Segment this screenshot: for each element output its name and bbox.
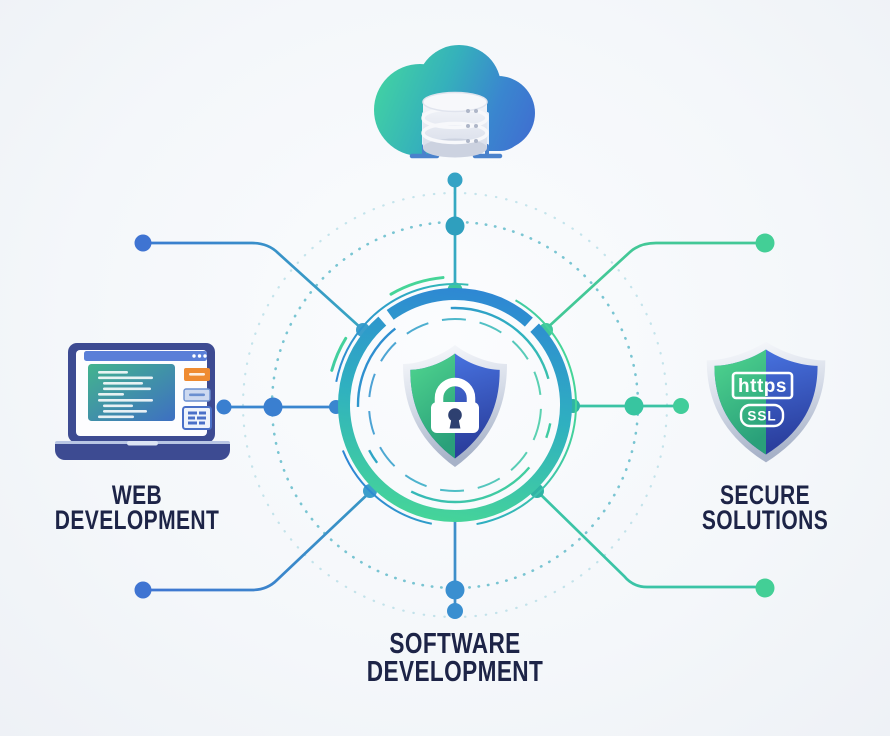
connector-node-dot: [755, 233, 775, 253]
laptop-icon: [55, 343, 230, 460]
label-web-development: WEB DEVELOPMENT: [55, 481, 220, 536]
hub-ring-mid-thin: [356, 306, 554, 504]
ssl-badge: SSL: [739, 403, 785, 428]
connector-top-left: [143, 241, 363, 331]
ssl-badge-label: SSL: [747, 409, 776, 424]
connector-bottom-left: [143, 491, 371, 592]
security-shield-node: [403, 345, 507, 467]
connector-node-dot: [263, 397, 283, 417]
hub-ring-inner-dashed: [368, 318, 542, 492]
connector-node-dot: [673, 398, 689, 414]
connector-top-right: [545, 241, 765, 330]
qr-pattern: [188, 411, 206, 425]
laptop-base: [55, 441, 230, 460]
secure-label-line2: SOLUTIONS: [702, 506, 828, 536]
sidebar-widgets: [182, 368, 212, 430]
hub-ring-thick: [338, 288, 572, 522]
connector-node-dot: [445, 216, 465, 236]
software-label-line1: SOFTWARE: [389, 626, 520, 659]
hub-ring-outer-thin: [333, 283, 577, 527]
database-stack-icon: [409, 91, 503, 159]
connector-node-dot: [447, 603, 463, 619]
label-secure-solutions: SECURE SOLUTIONS: [702, 481, 828, 536]
code-editor: [88, 364, 175, 421]
https-badge-label: https: [738, 376, 787, 397]
window-dots-icon: [192, 354, 207, 358]
connector-node-dot: [134, 581, 152, 599]
hub-ring: [325, 275, 585, 535]
laptop-hinge-notch: [127, 441, 158, 446]
https-badge: https: [731, 371, 794, 400]
browser-title-bar: [84, 351, 207, 361]
connector-node-dot: [755, 578, 775, 598]
ssl-shield-node: https SSL: [706, 341, 826, 463]
database-led-dots: [466, 109, 478, 143]
shield-icon: [706, 341, 826, 463]
connector-node-dot: [447, 172, 463, 188]
software-label-line2: DEVELOPMENT: [367, 654, 543, 687]
padlock-icon: [431, 377, 479, 433]
connector-node-dot: [216, 399, 232, 415]
web-label-line1: WEB: [112, 481, 162, 511]
hub-ring-accent-arc: [325, 275, 585, 535]
connector-node-dot: [134, 234, 152, 252]
cloud-database-node: [374, 45, 535, 159]
secure-label-line1: SECURE: [720, 481, 810, 511]
connector-node-dot: [445, 580, 465, 600]
browser-window: [84, 351, 207, 361]
connector-node-dot: [624, 396, 644, 416]
connector-bottom-right: [536, 490, 764, 589]
web-label-line2: DEVELOPMENT: [55, 506, 220, 536]
label-software-development: SOFTWARE DEVELOPMENT: [367, 626, 543, 687]
code-lines: [98, 371, 153, 419]
